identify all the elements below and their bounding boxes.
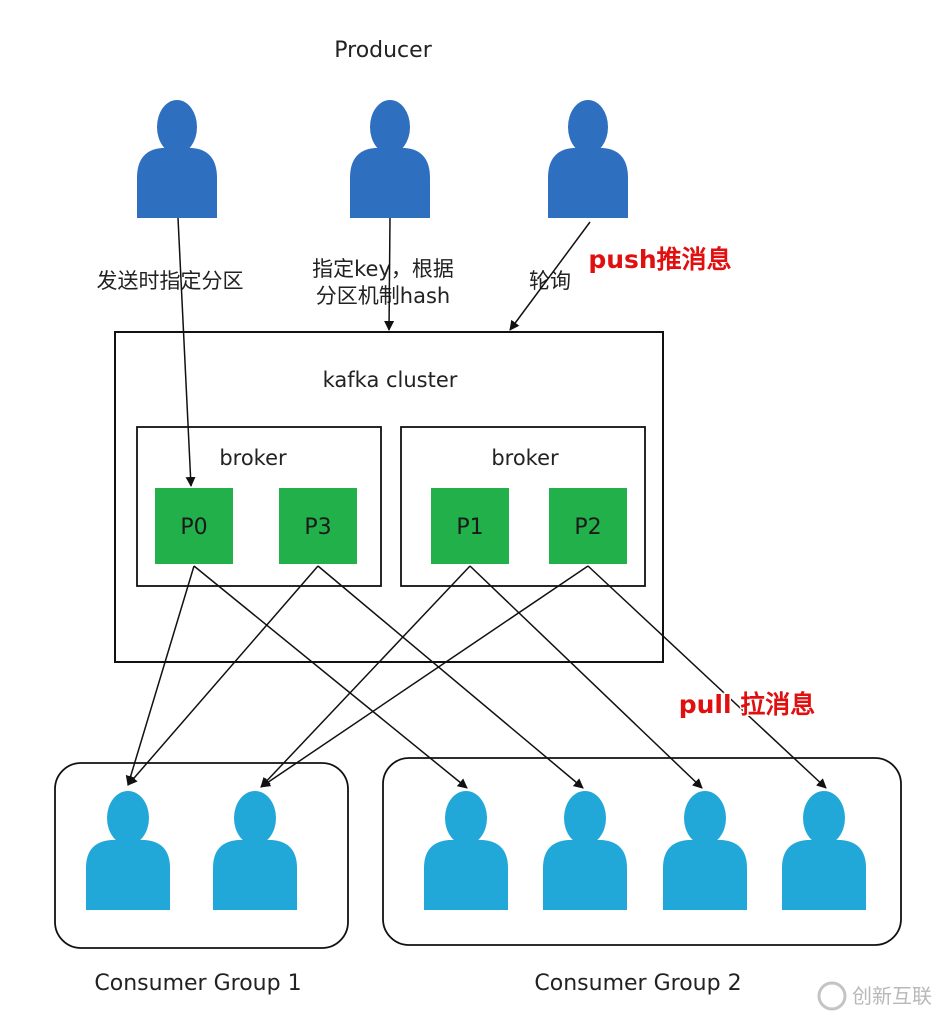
arrow-p2-to-g2c4 [587,565,827,789]
watermark-logo-icon [817,981,847,1011]
arrow-p0-to-g2c1 [193,565,468,789]
arrow-p1-to-g2c3 [469,565,703,789]
annotation-push: push推消息 [588,245,731,274]
broker-label-1: broker [219,446,287,470]
arrow-p2-to-g1c2 [260,565,589,788]
consumer-icon-g1-2 [213,791,297,910]
consumer-group-1-box [54,762,349,949]
partition-p3: P3 [279,488,357,564]
annotation-specified-partition: 发送时指定分区 [97,269,244,293]
consumer-icon-g2-1 [424,791,508,910]
producer-icon-1 [137,100,217,218]
consumer-group-2-label: Consumer Group 2 [534,971,741,996]
consumer-icon-g2-3 [663,791,747,910]
consumer-group-1-label: Consumer Group 1 [94,971,301,996]
partition-p1: P1 [431,488,509,564]
annotation-round-robin: 轮询 [529,269,571,293]
annotation-key-hash-line2: 分区机制hash [316,284,450,308]
arrow-producer1-to-p0 [177,217,196,487]
arrow-p3-to-g1c1 [127,565,319,786]
arrow-p3-to-g2c2 [317,565,584,789]
consumer-group-2-box [382,757,902,946]
partition-p2-label: P2 [574,515,601,540]
arrow-producer2-to-cluster [384,217,395,331]
consumer-icon-g1-1 [86,791,170,910]
consumer-icon-g2-2 [543,791,627,910]
kafka-cluster-label: kafka cluster [323,368,458,392]
partition-p1-label: P1 [456,515,483,540]
producer-icon-3 [548,100,628,218]
broker-label-2: broker [491,446,559,470]
watermark: 创新互联 [817,981,932,1011]
arrow-p1-to-g1c2 [260,565,471,788]
consumer-icon-g2-4 [782,791,866,910]
annotation-pull: pull 拉消息 [679,690,816,719]
arrow-producer3-to-cluster [509,221,591,331]
partition-p3-label: P3 [304,515,331,540]
partition-p2: P2 [549,488,627,564]
producer-title: Producer [334,38,432,63]
broker-box-2 [400,426,646,587]
partition-p0: P0 [155,488,233,564]
watermark-text: 创新互联 [852,984,932,1008]
annotation-key-hash-line1: 指定key，根据 [312,257,454,281]
kafka-cluster-box [114,331,664,663]
arrow-p0-to-g1c1 [125,565,195,786]
partition-p0-label: P0 [180,515,207,540]
broker-box-1 [136,426,382,587]
producer-icon-2 [350,100,430,218]
